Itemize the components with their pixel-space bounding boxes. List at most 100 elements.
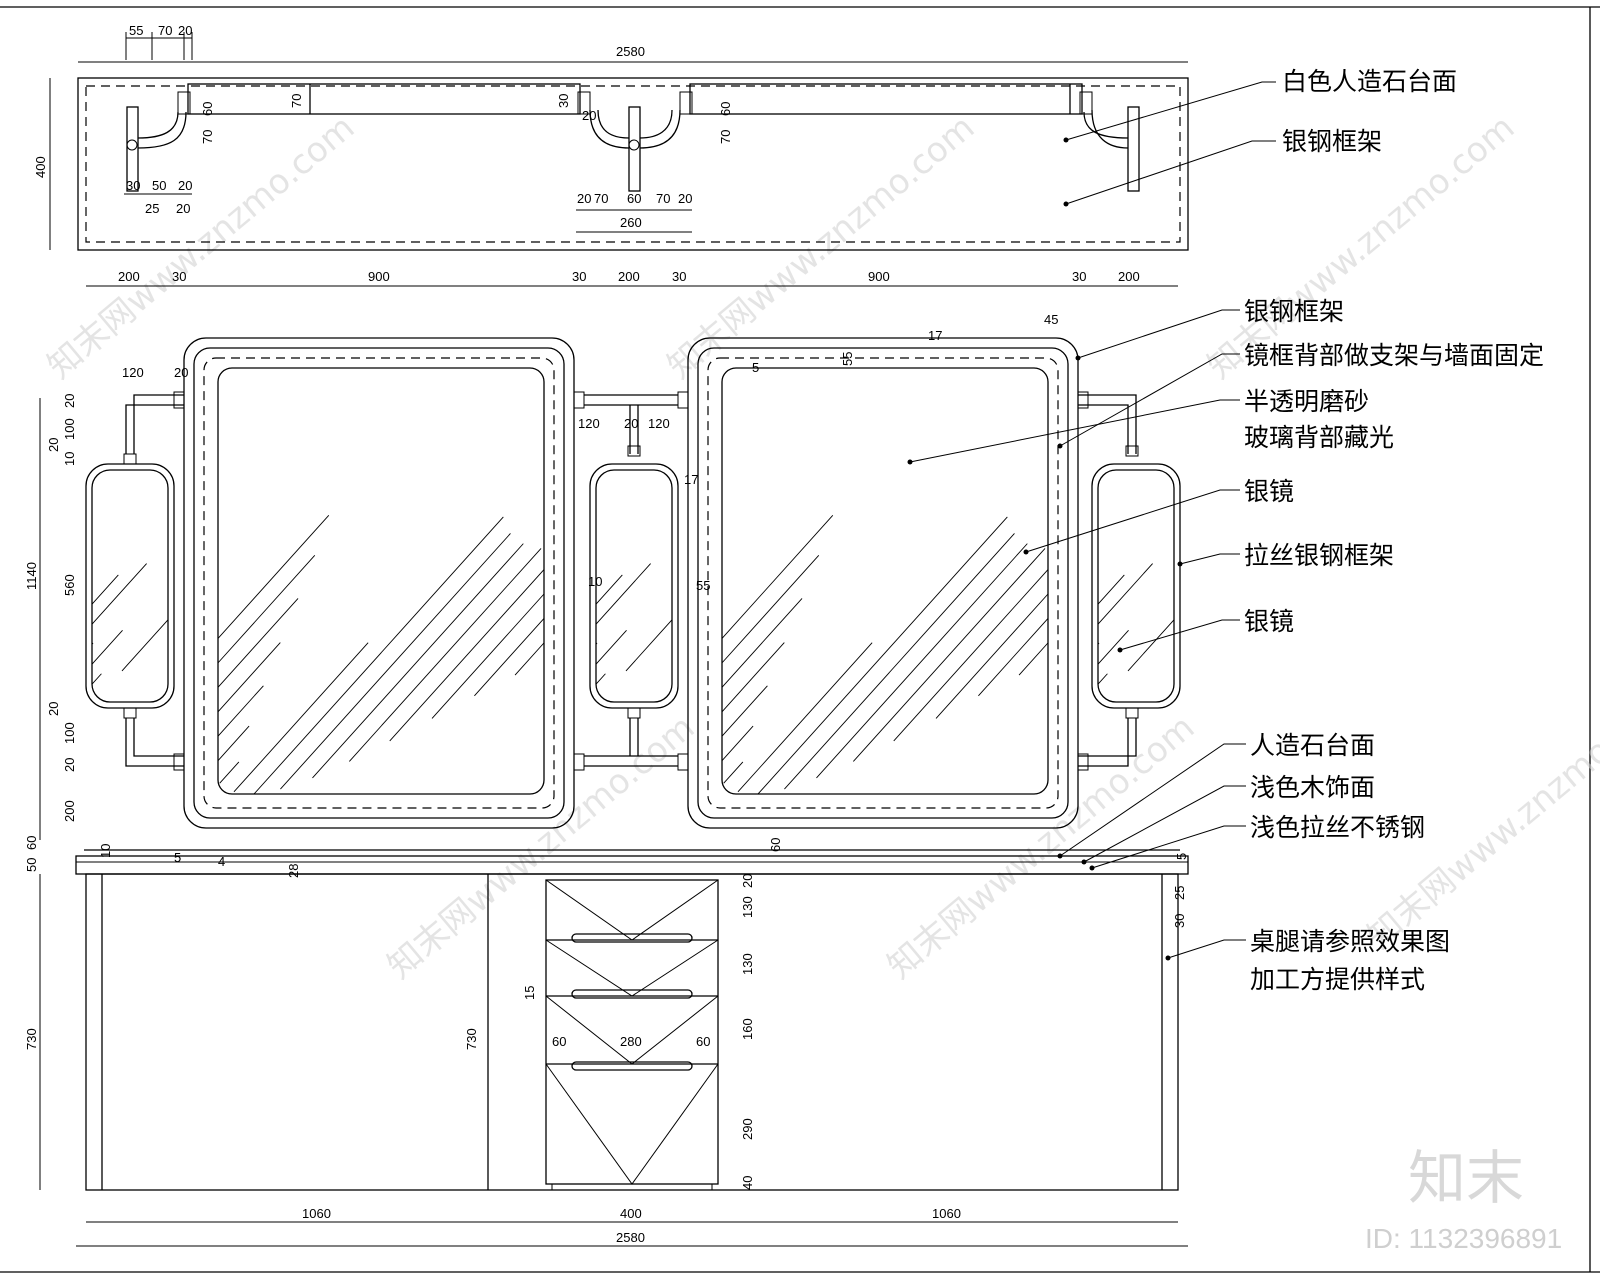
svg-text:400: 400 <box>620 1206 642 1221</box>
mirror-hatch-line <box>58 611 68 623</box>
svg-text:2580: 2580 <box>616 1230 645 1245</box>
svg-text:30: 30 <box>126 178 140 193</box>
svg-text:20: 20 <box>176 201 190 216</box>
mirror-hatch-line <box>596 629 627 701</box>
svg-text:25: 25 <box>1172 886 1187 900</box>
plan-bracket-right <box>1127 106 1140 192</box>
mirror-hatch-line <box>389 548 544 742</box>
svg-text:10: 10 <box>588 574 602 589</box>
mirror-hatch-line <box>280 533 511 790</box>
mirror-hatch-line <box>218 685 264 750</box>
mirror-hatch-line <box>439 607 449 619</box>
svg-text:2580: 2580 <box>616 44 645 59</box>
svg-text:30: 30 <box>1072 269 1086 284</box>
svg-text:290: 290 <box>740 1118 755 1140</box>
mirror-hatch-line <box>170 600 208 643</box>
mirror-hatch-line <box>150 577 208 641</box>
svg-text:20: 20 <box>62 758 77 772</box>
mirror-hatch-line <box>978 546 1048 697</box>
mirror-hatch-line <box>312 543 524 779</box>
watermark-text: 知末网www.znzmo.com <box>380 707 702 986</box>
mirror-hatch-line <box>657 515 791 664</box>
svg-text:200: 200 <box>62 800 77 822</box>
mirror-hatch-line <box>596 673 606 698</box>
svg-text:10: 10 <box>98 844 113 858</box>
svg-text:20: 20 <box>582 108 596 123</box>
mirror-hatch-line <box>552 402 782 658</box>
mirror-hatch-line <box>92 642 94 679</box>
drawer-unit <box>545 879 719 1185</box>
small-mirror-mid <box>589 463 679 709</box>
svg-text:20: 20 <box>62 394 77 408</box>
svg-text:20: 20 <box>577 191 591 206</box>
svg-text:40: 40 <box>740 1176 755 1190</box>
image-id: ID: 1132396891 <box>1365 1223 1562 1254</box>
svg-text:20: 20 <box>46 702 61 716</box>
mirror-hatch-line <box>1018 397 1048 676</box>
svg-text:17: 17 <box>684 472 698 487</box>
mirror-hatch-line <box>204 492 319 620</box>
svg-text:280: 280 <box>620 1034 642 1049</box>
svg-text:730: 730 <box>24 1028 39 1050</box>
label-wood: 浅色木饰面 <box>1250 773 1375 802</box>
svg-text:120: 120 <box>648 416 670 431</box>
svg-text:70: 70 <box>594 191 608 206</box>
plan-top-rail-left <box>187 83 581 115</box>
mirror-hatch-line <box>517 547 651 696</box>
mirror-hatch-line <box>355 693 432 778</box>
svg-text:50: 50 <box>152 178 166 193</box>
label-legs-1: 桌腿请参照效果图 <box>1250 927 1450 956</box>
mirror-hatch-line <box>596 642 598 679</box>
elevation-view: 200 30 900 30 200 30 900 30 200 45 17 55… <box>17 269 1189 1247</box>
svg-text:25: 25 <box>145 201 159 216</box>
watermarks: 知末网www.znzmo.com 知末网www.znzmo.com 知末网www… <box>40 107 1600 1254</box>
svg-text:60: 60 <box>24 836 39 850</box>
mirror-hatch-line <box>594 551 690 658</box>
mirror-hatch-line <box>1127 531 1174 672</box>
mirror-hatch-line <box>53 547 168 675</box>
mirror-hatch-line <box>185 629 204 650</box>
svg-text:20: 20 <box>178 23 192 38</box>
mirror-hatch-line <box>926 661 957 696</box>
drawer-handle <box>571 1061 693 1071</box>
svg-text:1140: 1140 <box>24 562 39 590</box>
svg-text:120: 120 <box>578 416 600 431</box>
label-top-frame: 银钢框架 <box>1282 127 1382 156</box>
brand-logo: 知末 <box>1408 1144 1524 1212</box>
mirror-hatch-line <box>596 563 651 646</box>
svg-text:20: 20 <box>678 191 692 206</box>
mirror-hatch-line <box>1098 673 1108 698</box>
mirror-hatch-line <box>17 589 69 647</box>
mirror-frame-right-outer <box>687 337 1079 829</box>
annotations: 白色人造石台面 银钢框架 银钢框架 镜框背部做支架与墙面固定 半透明磨砂 玻璃背… <box>907 67 1544 994</box>
mirror-hatch-line <box>123 561 200 646</box>
mirror-hatch-line <box>633 451 806 643</box>
small-mirror-left <box>85 463 175 709</box>
mirror-hatch-line <box>521 589 573 647</box>
mirror-hatch-line <box>218 515 330 665</box>
mirror-hatch-line <box>720 545 793 626</box>
svg-text:70: 70 <box>718 130 733 144</box>
watermark-text: 知末网www.znzmo.com <box>880 707 1202 986</box>
mirror-hatch-line <box>1098 642 1100 679</box>
mirror-hatch-line <box>816 543 1028 779</box>
svg-text:55: 55 <box>840 352 855 366</box>
mirror-hatch-line <box>627 561 704 646</box>
svg-text:730: 730 <box>464 1028 479 1050</box>
svg-text:30: 30 <box>672 269 686 284</box>
watermark-text: 知末网www.znzmo.com <box>40 107 362 386</box>
mirror-hatch-line <box>757 516 1008 794</box>
mirror-hatch-line <box>722 725 754 770</box>
mirror-hatch-line <box>722 555 820 684</box>
label-brushed-frame: 拉丝银钢框架 <box>1244 541 1394 570</box>
mirror-hatch-line <box>1064 611 1074 623</box>
mirror-hatch-line <box>92 574 119 622</box>
mirror-hatch-line <box>218 598 299 706</box>
svg-text:70: 70 <box>158 23 172 38</box>
label-legs-2: 加工方提供样式 <box>1250 965 1425 994</box>
mirror-hatch-line <box>216 545 289 626</box>
mirror-hatch-line <box>935 547 1048 719</box>
label-frame: 银钢框架 <box>1244 297 1344 326</box>
svg-text:20: 20 <box>740 874 755 888</box>
